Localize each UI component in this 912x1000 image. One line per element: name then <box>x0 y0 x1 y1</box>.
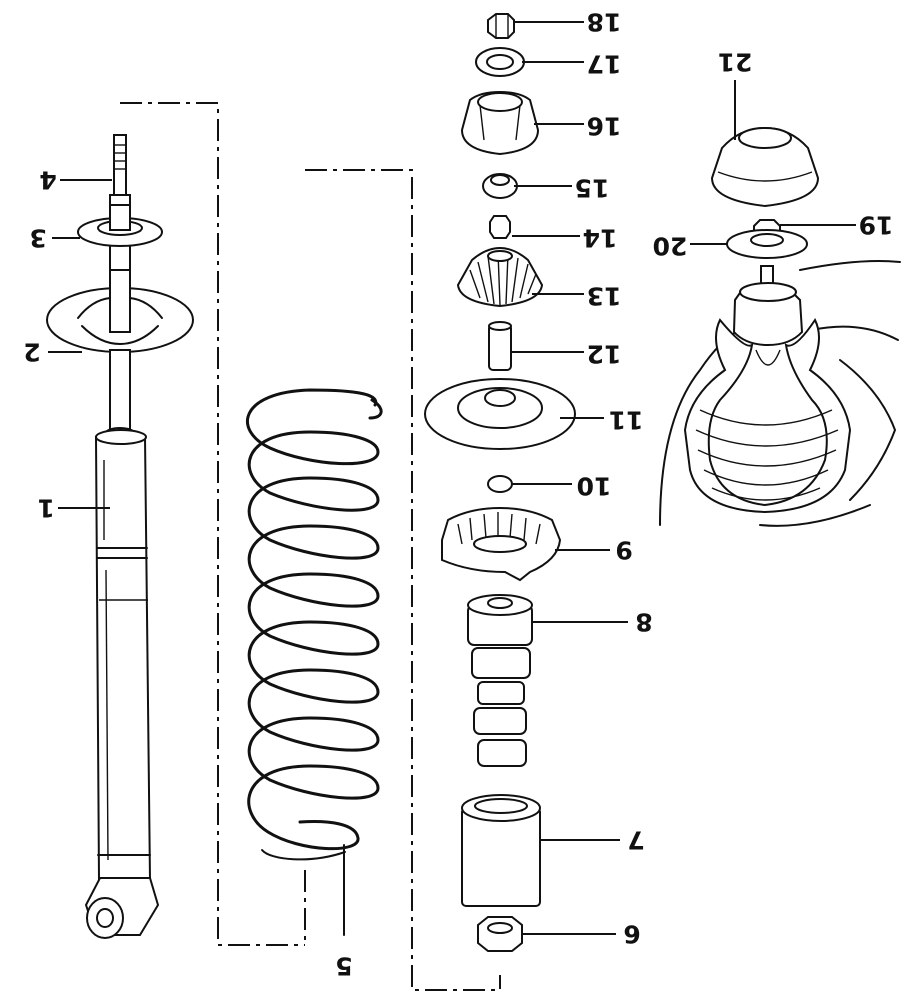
part-label-3: 3 <box>29 224 46 253</box>
top-mount-inset-drawing <box>659 126 901 527</box>
part-label-20: 20 <box>653 232 688 261</box>
part-label-6: 6 <box>623 920 640 949</box>
part-label-11: 11 <box>609 406 644 435</box>
shock-absorber-drawing <box>46 102 305 946</box>
part-label-10: 10 <box>577 472 612 501</box>
part-label-15: 15 <box>575 174 610 203</box>
part-label-18: 18 <box>587 8 622 37</box>
part-label-16: 16 <box>587 112 622 141</box>
part-label-9: 9 <box>615 536 632 565</box>
part-label-2: 2 <box>23 338 40 367</box>
part-label-13: 13 <box>587 282 622 311</box>
part-label-5: 5 <box>335 952 352 981</box>
part-label-7: 7 <box>627 826 644 855</box>
coil-spring-drawing <box>245 169 413 945</box>
part-labels: 4 3 2 1 5 18 17 16 15 14 13 12 11 10 9 8… <box>23 8 893 981</box>
part-label-1: 1 <box>37 494 54 523</box>
part-label-19: 19 <box>859 211 894 240</box>
part-label-21: 21 <box>718 48 753 77</box>
leader-lines <box>48 21 856 935</box>
part-label-14: 14 <box>583 224 618 253</box>
part-label-8: 8 <box>635 608 652 637</box>
part-label-4: 4 <box>39 166 56 195</box>
part-label-12: 12 <box>587 340 622 369</box>
mount-stack-drawing <box>411 13 576 991</box>
part-label-17: 17 <box>587 50 622 79</box>
